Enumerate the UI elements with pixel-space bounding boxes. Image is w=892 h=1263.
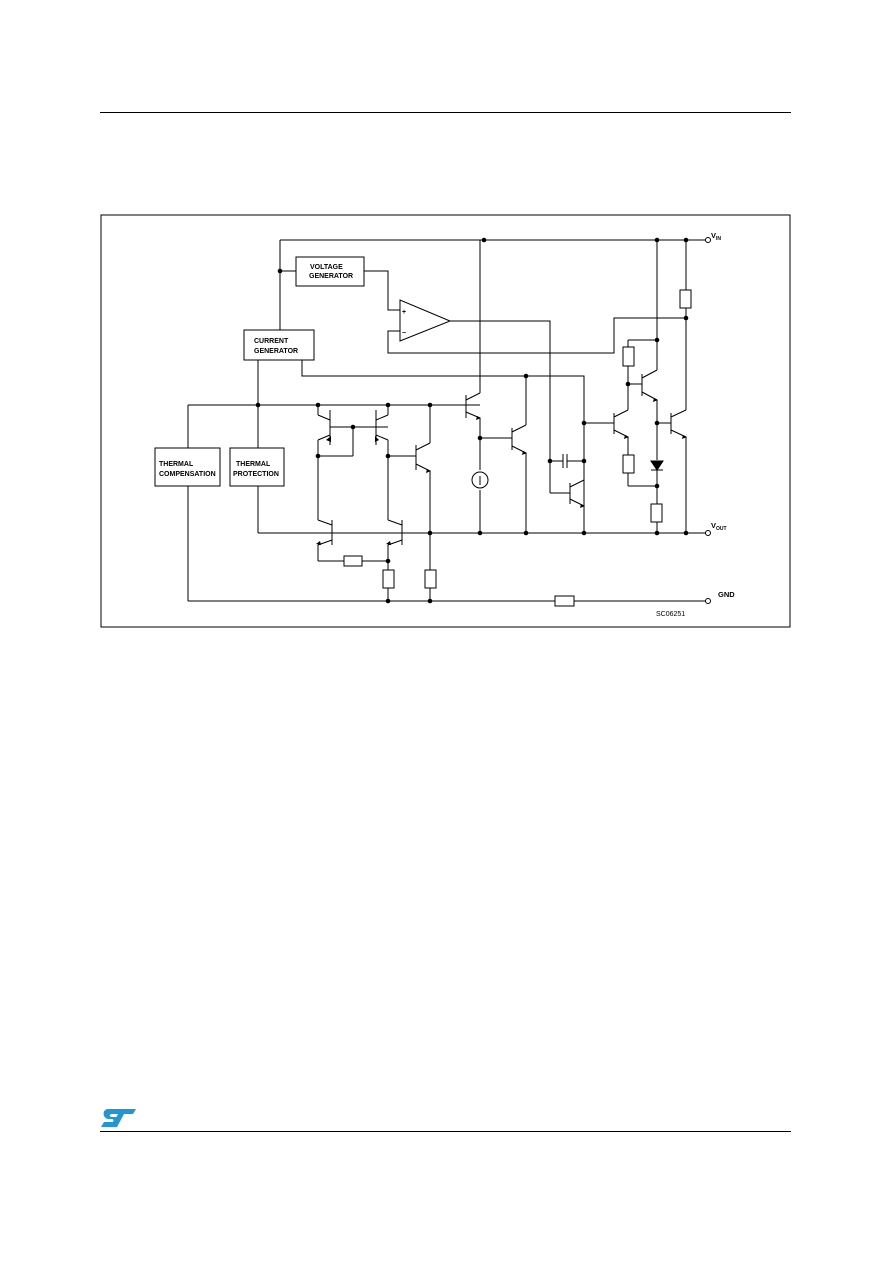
block-diagram: + − VOLTAGE GENERATOR CURRENT GENERATOR …: [100, 214, 791, 628]
diagram-frame: [100, 214, 791, 628]
resistor: [343, 555, 363, 567]
header-rule: [100, 112, 791, 113]
footer-rule: [100, 1131, 791, 1132]
vin-label: VIN: [711, 231, 721, 242]
vin-terminal: [705, 237, 711, 243]
resistor: [650, 503, 663, 523]
current-generator-label-1: CURRENT: [254, 338, 289, 345]
current-generator-block: [243, 329, 315, 361]
thermal-compensation-label-1: THERMAL: [159, 461, 194, 468]
opamp-plus-label: +: [402, 309, 406, 316]
vout-terminal: [705, 530, 711, 536]
voltage-generator-label-1: VOLTAGE: [310, 264, 343, 271]
resistor: [622, 346, 635, 367]
current-generator-label-2: GENERATOR: [254, 348, 298, 355]
opamp-minus-label: −: [402, 330, 406, 337]
thermal-compensation-label-2: COMPENSATION: [159, 471, 216, 478]
gnd-terminal: [705, 598, 711, 604]
figure-code: SC06251: [656, 611, 685, 618]
voltage-generator-label-2: GENERATOR: [309, 273, 353, 280]
thermal-protection-label-2: PROTECTION: [233, 471, 279, 478]
voltage-generator-block: [295, 256, 365, 287]
gnd-label: GND: [718, 590, 735, 599]
resistor: [679, 289, 692, 309]
resistor: [622, 454, 635, 474]
vout-label: VOUT: [711, 521, 727, 532]
diode: [650, 460, 664, 471]
op-amp: + −: [399, 299, 452, 342]
thermal-protection-block: [229, 447, 285, 487]
thermal-protection-label-1: THERMAL: [236, 461, 271, 468]
resistor: [424, 569, 437, 589]
resistor: [554, 595, 575, 607]
thermal-compensation-block: [154, 447, 221, 487]
resistor: [382, 569, 395, 589]
st-logo: [101, 1109, 136, 1127]
